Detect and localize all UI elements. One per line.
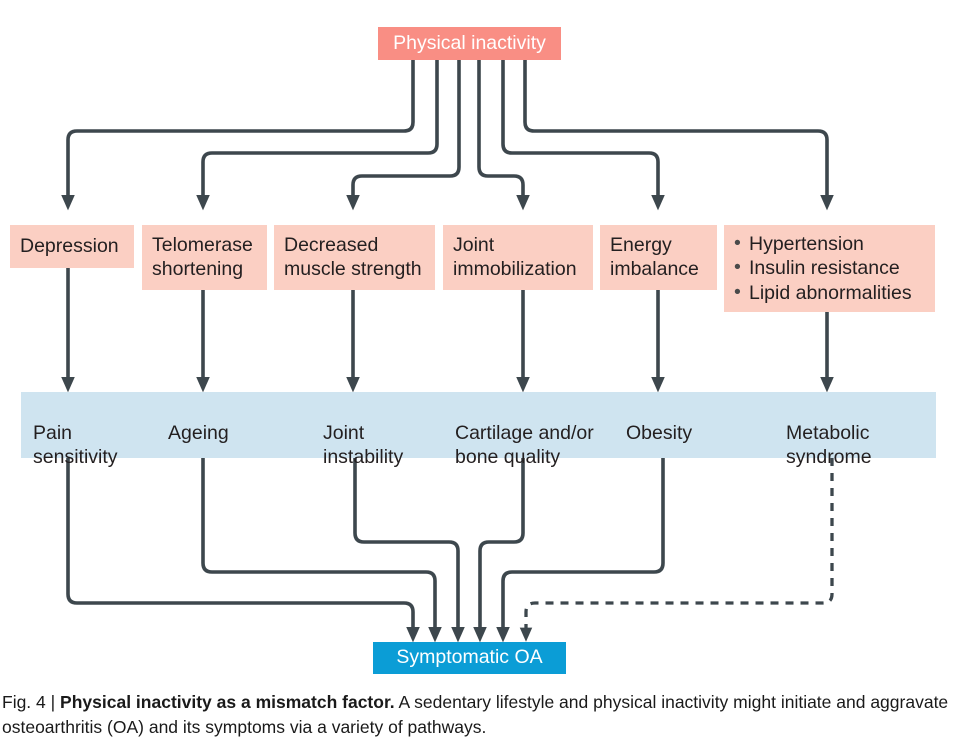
node-depression-label: Depression: [20, 234, 119, 257]
node-ageing-label: Ageing: [168, 421, 229, 444]
node-joint-instability[interactable]: Joint instability: [323, 398, 403, 469]
figure-caption: Fig. 4 | Physical inactivity as a mismat…: [2, 690, 952, 741]
node-metabolic-syndrome[interactable]: Metabolic syndrome: [786, 398, 872, 469]
node-energy-imbalance[interactable]: Energy imbalance: [600, 225, 717, 290]
node-telomerase-shortening-label: Telomerase shortening: [152, 233, 253, 280]
edge-obesity-oa: [496, 458, 665, 643]
connector-lines: [61, 60, 834, 643]
node-pain-sensitivity[interactable]: Pain sensitivity: [33, 398, 118, 469]
edge-inactivity-depression: [61, 60, 415, 211]
node-decreased-muscle-strength-label: Decreased muscle strength: [284, 233, 422, 280]
node-joint-immobilization-label: Joint immobilization: [453, 233, 577, 280]
node-cartilage-bone-quality[interactable]: Cartilage and/or bone quality: [455, 398, 594, 469]
edge-metabolic-syndrome-oa: [519, 458, 834, 642]
node-metabolic-syndrome-label: Metabolic syndrome: [786, 421, 872, 468]
node-ageing[interactable]: Ageing: [168, 398, 229, 446]
node-physical-inactivity-label: Physical inactivity: [393, 31, 546, 54]
node-telomerase-shortening[interactable]: Telomerase shortening: [142, 225, 267, 290]
figure-number: Fig. 4 |: [2, 692, 61, 712]
list-item: Lipid abnormalities: [734, 280, 912, 306]
band-oa-risk-factors: [21, 392, 936, 458]
figure-caption-body: A sedentary lifestyle and physical inact…: [2, 692, 949, 738]
metabolic-risk-factor-list: Hypertension Insulin resistance Lipid ab…: [734, 231, 912, 306]
edge-inactivity-telomerase: [196, 60, 439, 211]
edge-inactivity-metabolic-risks: [523, 60, 834, 211]
edge-joint-instability-oa: [353, 458, 465, 643]
node-symptomatic-oa-label: Symptomatic OA: [396, 646, 543, 669]
node-symptomatic-oa[interactable]: Symptomatic OA: [373, 642, 566, 674]
node-joint-immobilization[interactable]: Joint immobilization: [443, 225, 593, 290]
edge-inactivity-energy-imbalance: [501, 60, 665, 211]
figure-caption-title: Physical inactivity as a mismatch factor…: [60, 692, 395, 712]
node-metabolic-risk-factors[interactable]: Hypertension Insulin resistance Lipid ab…: [724, 225, 935, 312]
node-obesity-label: Obesity: [626, 421, 693, 444]
edge-inactivity-joint-immobilization: [477, 60, 530, 211]
list-item: Hypertension: [734, 231, 912, 257]
figure-diagram: Physical inactivity Depression Telomeras…: [0, 0, 957, 684]
edge-inactivity-muscle-strength: [346, 60, 461, 211]
list-item: Insulin resistance: [734, 255, 912, 281]
node-obesity[interactable]: Obesity: [626, 398, 692, 446]
node-depression[interactable]: Depression: [10, 225, 134, 268]
node-physical-inactivity[interactable]: Physical inactivity: [378, 27, 561, 60]
edge-cartilage-oa: [473, 458, 525, 643]
node-energy-imbalance-label: Energy imbalance: [610, 233, 699, 280]
node-pain-sensitivity-label: Pain sensitivity: [33, 421, 118, 468]
edge-ageing-oa: [201, 458, 442, 643]
node-cartilage-bone-quality-label: Cartilage and/or bone quality: [455, 421, 594, 468]
edge-pain-sensitivity-oa: [66, 458, 420, 643]
node-joint-instability-label: Joint instability: [323, 421, 404, 468]
node-decreased-muscle-strength[interactable]: Decreased muscle strength: [274, 225, 435, 290]
